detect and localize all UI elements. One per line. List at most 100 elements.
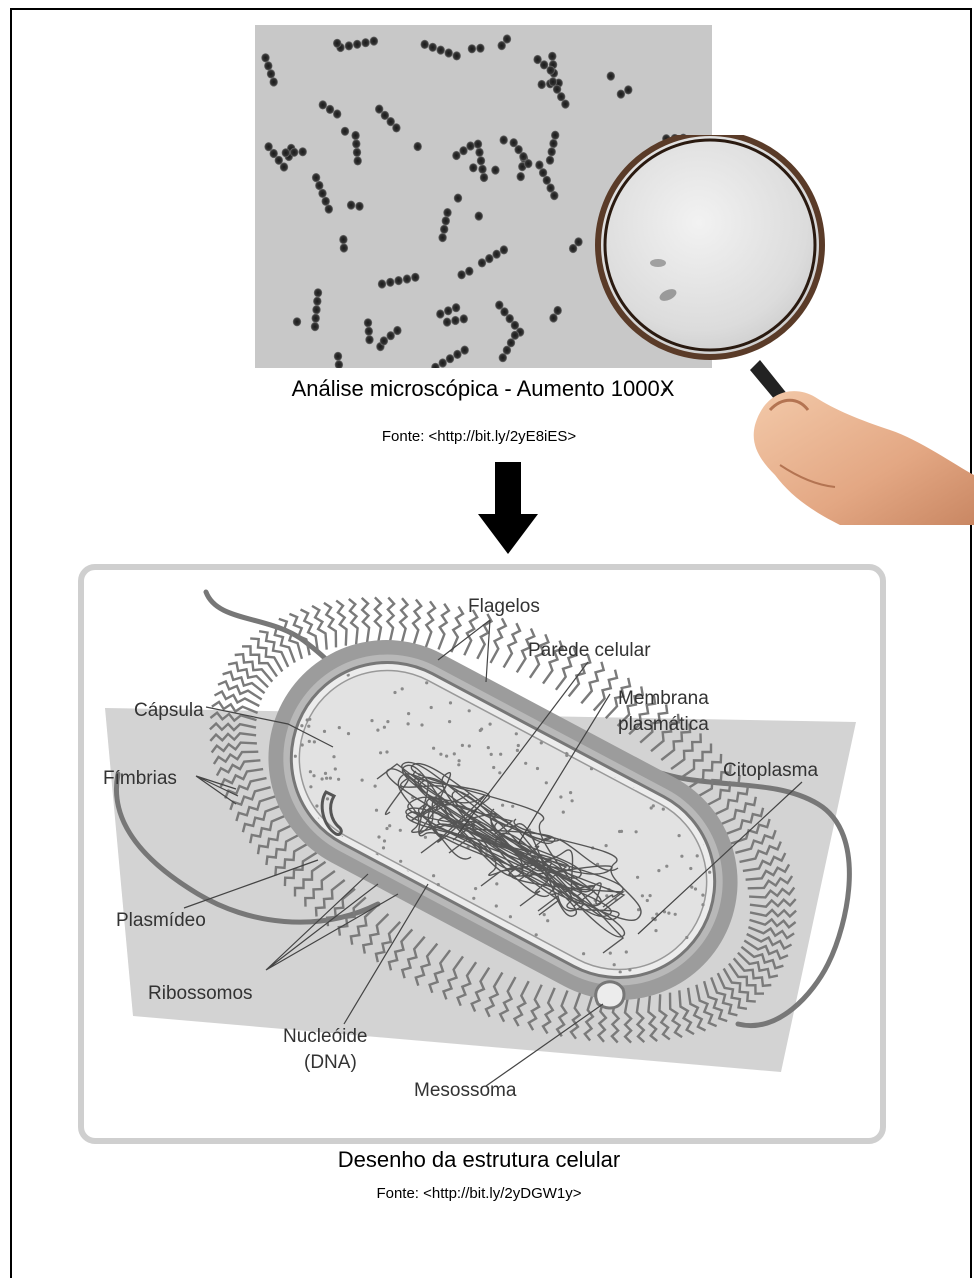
- ribosome-dot: [701, 894, 704, 897]
- ribosome-dot: [439, 753, 442, 756]
- ribosome-dot: [708, 871, 711, 874]
- ribosome-dot: [678, 834, 681, 837]
- ribosome-dot: [308, 740, 311, 743]
- label-citoplasma: Citoplasma: [723, 760, 818, 781]
- ribosome-dot: [694, 887, 697, 890]
- bacterium-cell: [326, 105, 334, 114]
- bacterium-cell: [365, 335, 373, 344]
- ribosome-dot: [312, 774, 315, 777]
- bacterium-cell: [436, 309, 444, 318]
- bacterium-cell: [353, 148, 361, 157]
- ribosome-dot: [680, 855, 683, 858]
- ribosome-dot: [492, 766, 495, 769]
- bacterium-cell: [561, 100, 569, 109]
- ribosome-dot: [337, 778, 340, 781]
- ribosome-dot: [657, 869, 660, 872]
- ribosome-dot: [325, 777, 328, 780]
- label-membrana-plasmatica: plasmática: [618, 714, 709, 735]
- ribosome-dot: [613, 963, 616, 966]
- ribosome-dot: [674, 913, 677, 916]
- bacterium-cell: [451, 316, 459, 325]
- ribosome-dot: [646, 899, 649, 902]
- bacterium-cell: [345, 41, 353, 50]
- bacterium-cell: [429, 43, 437, 52]
- ribosome-dot: [309, 770, 312, 773]
- bacterium-cell: [411, 273, 419, 282]
- bacterium-cell: [365, 327, 373, 336]
- micrograph-caption: Análise microscópica - Aumento 1000X: [0, 376, 970, 402]
- bacterium-cell: [452, 151, 460, 160]
- ribosome-dot: [562, 811, 565, 814]
- bacterium-cell: [474, 140, 482, 149]
- bacterium-cell: [500, 245, 508, 254]
- bacterium-cell: [480, 173, 488, 182]
- diagram-source: Fonte: <http://bit.ly/2yDGW1y>: [0, 1185, 966, 1202]
- ribosome-dot: [635, 830, 638, 833]
- ribosome-dot: [425, 681, 428, 684]
- bacterium-cell: [538, 80, 546, 89]
- ribosome-dot: [307, 725, 310, 728]
- ribosome-dot: [445, 755, 448, 758]
- bacterium-cell: [485, 254, 493, 263]
- arrow-down-icon: [478, 462, 538, 554]
- bacterium-cell: [352, 139, 360, 148]
- ribosome-dot: [347, 732, 350, 735]
- bacterium-cell: [492, 250, 500, 259]
- bacterium-cell: [607, 72, 615, 81]
- ribosome-dot: [590, 767, 593, 770]
- label-capsula: Cápsula: [134, 700, 204, 721]
- bacterium-cell: [312, 305, 320, 314]
- bacterium-cell: [341, 127, 349, 136]
- bacterium-cell: [264, 142, 272, 151]
- ribosome-dot: [321, 777, 324, 780]
- bacterium-cell: [312, 173, 320, 182]
- bacterium-cell: [333, 109, 341, 118]
- ribosome-dot: [649, 894, 652, 897]
- ribosome-dot: [324, 772, 327, 775]
- bacterium-cell: [548, 52, 556, 61]
- label-plasmideo: Plasmídeo: [116, 910, 206, 931]
- ribosome-dot: [516, 749, 519, 752]
- ribosome-dot: [489, 723, 492, 726]
- ribosome-dot: [495, 882, 498, 885]
- ribosome-dot: [498, 771, 501, 774]
- ribosome-dot: [565, 754, 568, 757]
- bacterium-cell: [347, 201, 355, 210]
- bacterium-cell: [546, 156, 554, 165]
- label-parede-celular: Parede celular: [528, 640, 651, 661]
- bacterium-cell: [318, 189, 326, 198]
- bacterium-cell: [443, 208, 451, 217]
- ribosome-dot: [458, 759, 461, 762]
- bacterium-cell: [386, 278, 394, 287]
- ribosome-dot: [536, 767, 539, 770]
- bacterium-cell: [339, 235, 347, 244]
- ribosome-dot: [546, 919, 549, 922]
- ribosome-dot: [495, 904, 498, 907]
- bacterium-cell: [468, 44, 476, 53]
- ribosome-dot: [424, 836, 427, 839]
- bacterium-cell: [569, 244, 577, 253]
- ribosome-dot: [326, 797, 329, 800]
- ribosome-dot: [535, 933, 538, 936]
- ribosome-dot: [701, 903, 704, 906]
- bacterium-cell: [378, 279, 386, 288]
- ribosome-dot: [628, 968, 631, 971]
- ribosome-dot: [329, 777, 332, 780]
- bacterium-cell: [370, 37, 378, 46]
- ribosome-dot: [382, 846, 385, 849]
- ribosome-dot: [375, 809, 378, 812]
- ribosome-dot: [474, 887, 477, 890]
- diagram-caption: Desenho da estrutura celular: [0, 1147, 966, 1173]
- ribosome-dot: [370, 719, 373, 722]
- ribosome-dot: [689, 867, 692, 870]
- bacterium-cell: [311, 322, 319, 331]
- ribosome-dot: [524, 762, 527, 765]
- ribosome-dot: [383, 839, 386, 842]
- bacterium-cell: [442, 216, 450, 225]
- label-nucleoide: Nucleóide: [283, 1026, 368, 1047]
- bacterium-cell: [421, 40, 429, 49]
- ribosome-dot: [543, 913, 546, 916]
- bacterium-cell: [312, 314, 320, 323]
- ribosome-dot: [472, 897, 475, 900]
- ribosome-dot: [383, 726, 386, 729]
